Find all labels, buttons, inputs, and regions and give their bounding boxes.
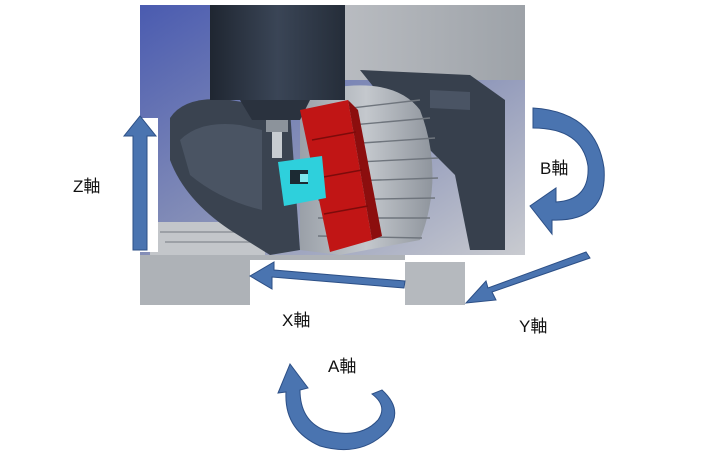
spindle-head	[210, 5, 345, 100]
b-axis-label: B軸	[540, 159, 569, 178]
x-axis-arrow	[249, 261, 406, 290]
b-axis-arrow	[529, 107, 605, 236]
a-axis-arrow	[277, 362, 396, 451]
x-axis-label: X軸	[282, 311, 311, 330]
z-axis-label: Z軸	[73, 177, 101, 196]
enclosure-wall	[340, 5, 525, 80]
z-axis-arrow	[122, 115, 158, 251]
spindle-nose	[240, 100, 310, 120]
y-axis-arrow	[464, 251, 591, 304]
y-axis-label: Y軸	[519, 317, 548, 336]
a-axis-label: A軸	[328, 357, 357, 376]
machine-render	[140, 5, 525, 305]
axis-arrows	[122, 107, 605, 451]
workpiece-fixture-red	[300, 100, 372, 252]
cutting-tool	[272, 132, 282, 158]
tool-holder	[266, 120, 288, 132]
machine-floor-right	[405, 262, 465, 305]
